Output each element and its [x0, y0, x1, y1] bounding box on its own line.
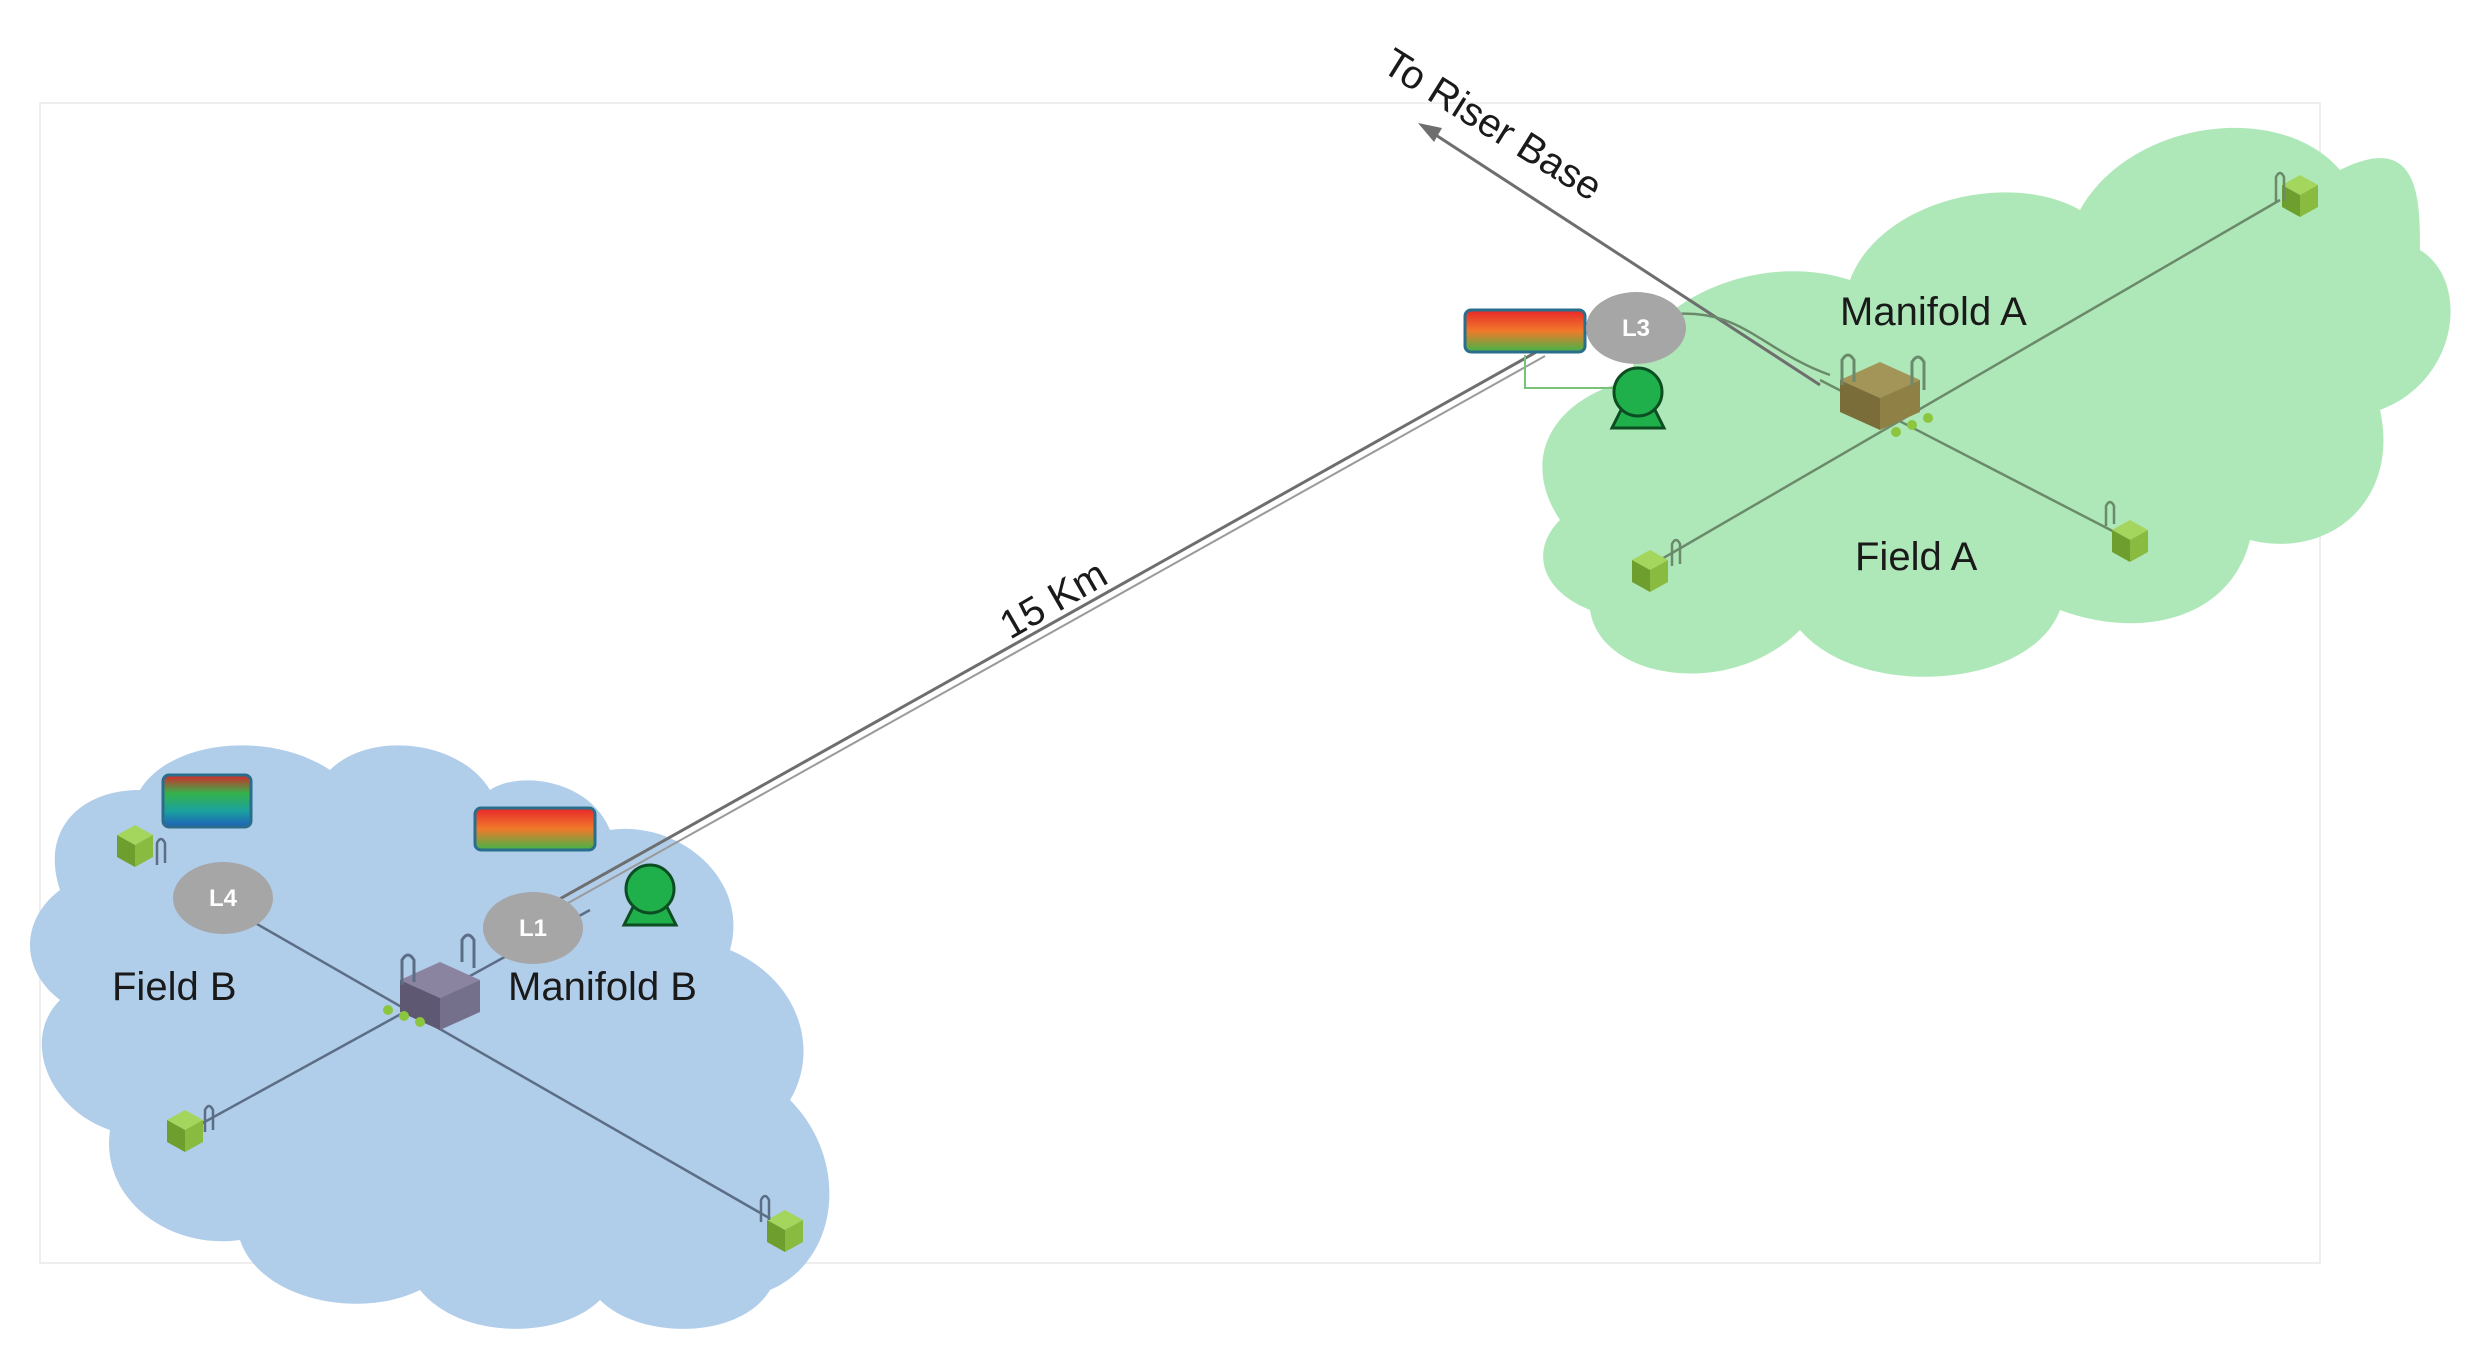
indicator-bar-l1 [473, 806, 597, 852]
loop-l1-badge: L1 [483, 892, 583, 964]
l3-pump-link [1524, 355, 1630, 389]
loop-l4-badge: L4 [173, 862, 273, 934]
manifold-a-label: Manifold A [1840, 290, 2027, 334]
loop-l3-badge: L3 [1586, 292, 1686, 364]
main-export-pipeline [539, 348, 1541, 912]
indicator-bar-l3 [1463, 308, 1587, 354]
field-b-flowline-1 [249, 918, 791, 1232]
field-a-cloud [1542, 127, 2451, 677]
manifold-b-label: Manifold B [508, 965, 697, 1009]
loop-l4-label: L4 [209, 885, 238, 912]
pump-b-icon [621, 863, 679, 927]
l3-connection [1664, 312, 1831, 377]
pipelines [189, 123, 2281, 1232]
manifold-b-structure [383, 933, 480, 1030]
distance-label: 15 Km [993, 552, 1115, 648]
to-riser-base-label: To Riser Base [1375, 40, 1609, 209]
well-b-southwest [167, 1104, 215, 1152]
pump-a-icon [1609, 366, 1667, 430]
well-a-southeast [2104, 500, 2148, 562]
riser-arrow-head [1418, 123, 1442, 142]
well-b-northwest [117, 825, 167, 867]
well-a-northeast [2274, 171, 2318, 217]
main-export-pipeline-parallel [544, 355, 1546, 917]
field-a-label: Field A [1855, 535, 1978, 579]
manifold-a-structure [1840, 353, 1933, 437]
loop-l1-label: L1 [519, 915, 547, 942]
well-a-southwest [1632, 538, 1682, 592]
field-a-flowline-1 [1659, 198, 2281, 562]
field-b-cloud [30, 745, 830, 1329]
diagram-frame [39, 102, 2321, 1264]
loop-l3-label: L3 [1622, 315, 1650, 342]
indicator-bar-l4 [161, 773, 253, 829]
riser-line [1424, 126, 1821, 387]
field-b-label: Field B [112, 965, 237, 1009]
well-b-southeast [759, 1194, 803, 1252]
